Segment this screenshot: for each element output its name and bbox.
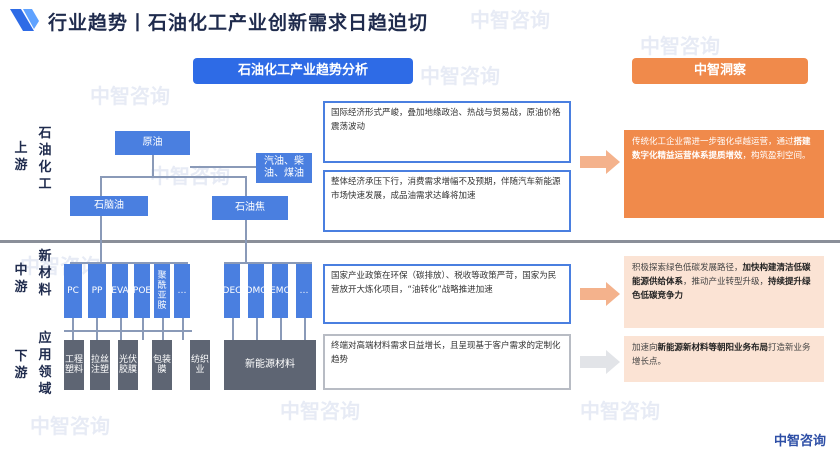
fuel-oil-node: 汽油、柴油、煤油 bbox=[256, 153, 312, 183]
connector-line bbox=[96, 318, 98, 340]
product-node: PC bbox=[64, 264, 82, 318]
insight-box-midstream: 积极探索绿色低碳发展路径，加快构建清洁低碳能源供给体系，推动产业转型升级，持续提… bbox=[624, 256, 824, 328]
connector-line bbox=[142, 318, 144, 340]
brand-logo: 中智咨询 bbox=[773, 434, 826, 449]
new-energy-material-node: 新能源材料 bbox=[224, 340, 316, 390]
end-use-node: 光伏胶膜 bbox=[118, 340, 138, 390]
page-title: 行业趋势丨石油化工产业创新需求日趋迫切 bbox=[48, 12, 429, 34]
connector-line bbox=[72, 318, 74, 340]
connector-line bbox=[232, 318, 234, 340]
product-node: POE bbox=[134, 264, 150, 318]
insight-box-downstream: 加速向新能源新材料等朝阳业务布局打造新业务增长点。 bbox=[624, 336, 824, 382]
logo-icon bbox=[10, 9, 39, 31]
watermark: 中智咨询 bbox=[640, 34, 720, 58]
product-node: PP bbox=[88, 264, 106, 318]
connector-line bbox=[280, 318, 282, 340]
connector-line bbox=[64, 330, 192, 332]
naphtha-node: 石脑油 bbox=[70, 196, 148, 216]
connector-line bbox=[256, 318, 258, 340]
watermark: 中智咨询 bbox=[280, 399, 360, 423]
arrow-right-icon bbox=[580, 350, 620, 374]
connector-line bbox=[100, 176, 102, 196]
product-node: EVA bbox=[112, 264, 128, 318]
connector-line bbox=[224, 262, 312, 264]
midstream-name-label: 新材料 bbox=[38, 249, 52, 298]
arrow-right-icon bbox=[580, 150, 620, 174]
upstream-name-label: 石油化工 bbox=[38, 126, 52, 192]
product-node: DEC bbox=[224, 264, 240, 318]
connector-line bbox=[304, 318, 306, 340]
connector-line bbox=[162, 318, 164, 340]
upstream-stage-label: 上游 bbox=[14, 141, 28, 173]
watermark: 中智咨询 bbox=[580, 399, 660, 423]
section-divider bbox=[0, 240, 840, 243]
analysis-box-upstream-2: 整体经济承压下行，消费需求增幅不及预期，伴随汽车新能源市场快速发展，成品油需求达… bbox=[323, 170, 571, 232]
watermark: 中智咨询 bbox=[30, 414, 110, 438]
watermark: 中智咨询 bbox=[470, 8, 550, 32]
connector-line bbox=[182, 318, 184, 340]
connector-line bbox=[245, 176, 247, 196]
connector-line bbox=[190, 166, 256, 168]
end-use-node: 拉丝注塑 bbox=[90, 340, 110, 390]
insight-header: 中智洞察 bbox=[632, 58, 808, 84]
midstream-stage-label: 中游 bbox=[14, 263, 28, 295]
connector-line bbox=[100, 176, 245, 178]
analysis-box-midstream: 国家产业政策在环保（碳排放）、税收等政策严苛，国家为民营放开大炼化项目，“油转化… bbox=[323, 264, 571, 324]
end-use-node: 包装膜 bbox=[152, 340, 172, 390]
watermark: 中智咨询 bbox=[420, 64, 500, 88]
petroleum-coke-node: 石油焦 bbox=[212, 196, 288, 220]
connector-line bbox=[100, 216, 102, 264]
analysis-box-upstream-1: 国际经济形式严峻，叠加地缘政治、热战与贸易战，原油价格震荡波动 bbox=[323, 101, 571, 163]
insight-box-upstream: 传统化工企业需进一步强化卓越运营，通过搭建数字化精益运营体系提质增效，构筑盈利空… bbox=[624, 130, 824, 218]
analysis-header: 石油化工产业趋势分析 bbox=[193, 58, 413, 84]
connector-line bbox=[152, 155, 154, 177]
watermark: 中智咨询 bbox=[90, 84, 170, 108]
product-node: DMC bbox=[248, 264, 264, 318]
product-node: … bbox=[174, 264, 190, 318]
connector-line bbox=[70, 262, 188, 264]
end-use-node: 工程塑料 bbox=[64, 340, 84, 390]
crude-oil-node: 原油 bbox=[115, 131, 190, 155]
connector-line bbox=[120, 318, 122, 340]
connector-line bbox=[245, 220, 247, 264]
end-use-node: 纺织业 bbox=[190, 340, 210, 390]
watermark: 中智咨询 bbox=[20, 254, 100, 278]
downstream-name-label: 应用领域 bbox=[38, 331, 52, 397]
arrow-right-icon bbox=[580, 282, 620, 306]
watermark: 中智咨询 bbox=[150, 164, 230, 188]
downstream-stage-label: 下游 bbox=[14, 349, 28, 381]
analysis-box-downstream: 终端对高端材料需求日益增长，且呈现基于客户需求的定制化趋势 bbox=[323, 334, 571, 390]
product-node: EMC bbox=[272, 264, 288, 318]
product-node: … bbox=[296, 264, 312, 318]
product-node: 聚酰亚胺 bbox=[154, 264, 170, 318]
